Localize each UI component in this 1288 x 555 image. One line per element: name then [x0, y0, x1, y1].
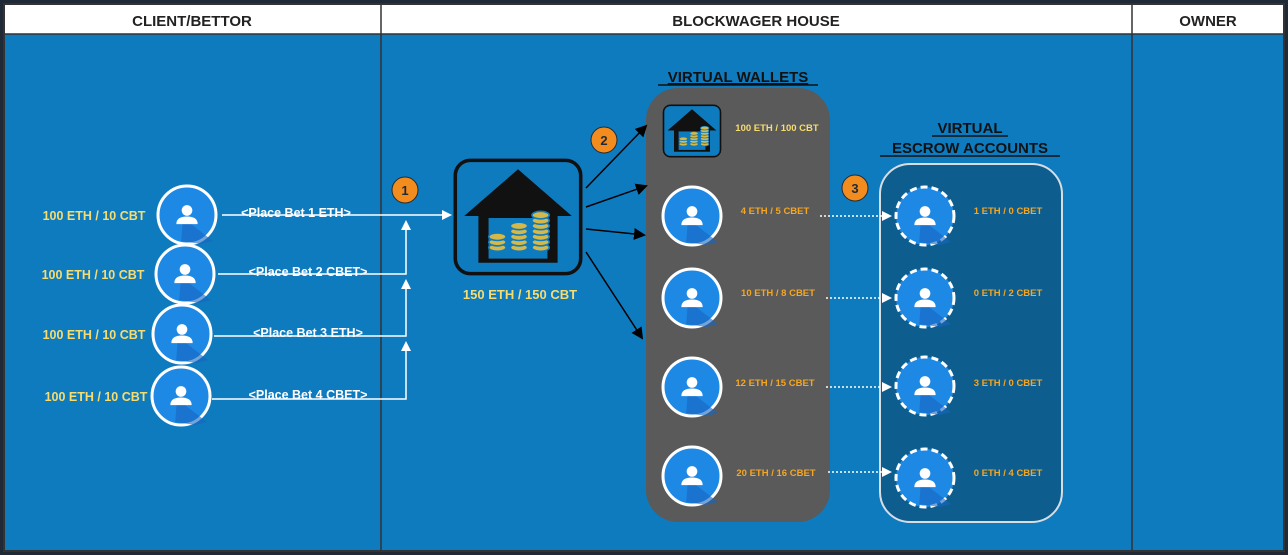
escrow-balance-3: 3 ETH / 0 CBET [974, 378, 1043, 389]
step-badge-3: 3 [841, 174, 869, 202]
lane-title-owner: OWNER [1179, 13, 1237, 30]
client-balance-4: 100 ETH / 10 CBT [45, 390, 148, 404]
escrow-avatar-3 [894, 355, 956, 417]
lane-title-house: BLOCKWAGER HOUSE [672, 13, 840, 30]
wallet-avatar-2 [661, 267, 723, 329]
escrow-accounts-panel [879, 163, 1063, 523]
house-icon [453, 158, 583, 276]
lane-title-client: CLIENT/BETTOR [132, 13, 252, 30]
bet-flow-arrows [212, 210, 452, 400]
client-avatar-4 [150, 365, 212, 427]
bet-label-2: <Place Bet 2 CBET> [249, 265, 368, 279]
escrow-avatar-4 [894, 447, 956, 509]
diagram-border [3, 3, 1285, 552]
client-avatar-2 [154, 243, 216, 305]
virtual-wallets-title: VIRTUAL WALLETS [668, 69, 809, 86]
bet-label-1: <Place Bet 1 ETH> [241, 206, 351, 220]
wallets-group: 4 ETH / 5 CBET 10 ETH / 8 CBET 12 ETH / 15… [661, 185, 816, 507]
escrow-balance-1: 1 ETH / 0 CBET [974, 206, 1043, 217]
escrow-title-line1: VIRTUAL [938, 120, 1003, 137]
dist-arrow [585, 183, 648, 208]
client-avatar-3 [151, 303, 213, 365]
escrow-title-line2: ESCROW ACCOUNTS [892, 140, 1048, 157]
dist-arrow [585, 228, 646, 240]
distribution-arrows [585, 124, 648, 340]
svg-text:2: 2 [600, 133, 607, 148]
bet-arrow-3 [214, 279, 411, 337]
escrow-avatar-1 [894, 185, 956, 247]
client-avatar-1 [156, 184, 218, 246]
wallet-balance-4: 20 ETH / 16 CBET [736, 468, 815, 479]
wallet-avatar-1 [661, 185, 723, 247]
bet-arrow-2 [218, 220, 411, 275]
bet-arrow-4 [212, 341, 411, 400]
wallet-avatar-3 [661, 356, 723, 418]
escrow-group: 1 ETH / 0 CBET 0 ETH / 2 CBET 3 ETH / 0 CB… [894, 185, 1043, 509]
house-wallet-icon [662, 104, 722, 158]
bet-label-4: <Place Bet 4 CBET> [249, 388, 368, 402]
dist-arrow [585, 251, 644, 340]
escrow-balance-4: 0 ETH / 4 CBET [974, 468, 1043, 479]
client-balance-2: 100 ETH / 10 CBT [42, 268, 145, 282]
escrow-avatar-2 [894, 267, 956, 329]
svg-text:1: 1 [401, 183, 408, 198]
clients-group: 100 ETH / 10 CBT <Place Bet 1 ETH> 100 ETH… [42, 184, 368, 427]
client-balance-1: 100 ETH / 10 CBT [43, 209, 146, 223]
bet-label-3: <Place Bet 3 ETH> [253, 326, 363, 340]
step-badge-2: 2 [590, 126, 618, 154]
svg-text:3: 3 [851, 181, 858, 196]
wallet-avatar-4 [661, 445, 723, 507]
wallet-balance-3: 12 ETH / 15 CBET [735, 378, 814, 389]
house-wallet-balance: 100 ETH / 100 CBT [735, 123, 819, 134]
house-balance: 150 ETH / 150 CBT [463, 287, 577, 302]
lane-header-bar [4, 4, 1284, 34]
escrow-balance-2: 0 ETH / 2 CBET [974, 288, 1043, 299]
wallet-balance-1: 4 ETH / 5 CBET [741, 206, 810, 217]
client-balance-3: 100 ETH / 10 CBT [43, 328, 146, 342]
wallet-balance-2: 10 ETH / 8 CBET [741, 288, 815, 299]
escrow-transfer-arrows [820, 211, 892, 477]
step-badge-1: 1 [391, 176, 419, 204]
dist-arrow [585, 124, 648, 189]
swimlane-background [4, 4, 1284, 551]
